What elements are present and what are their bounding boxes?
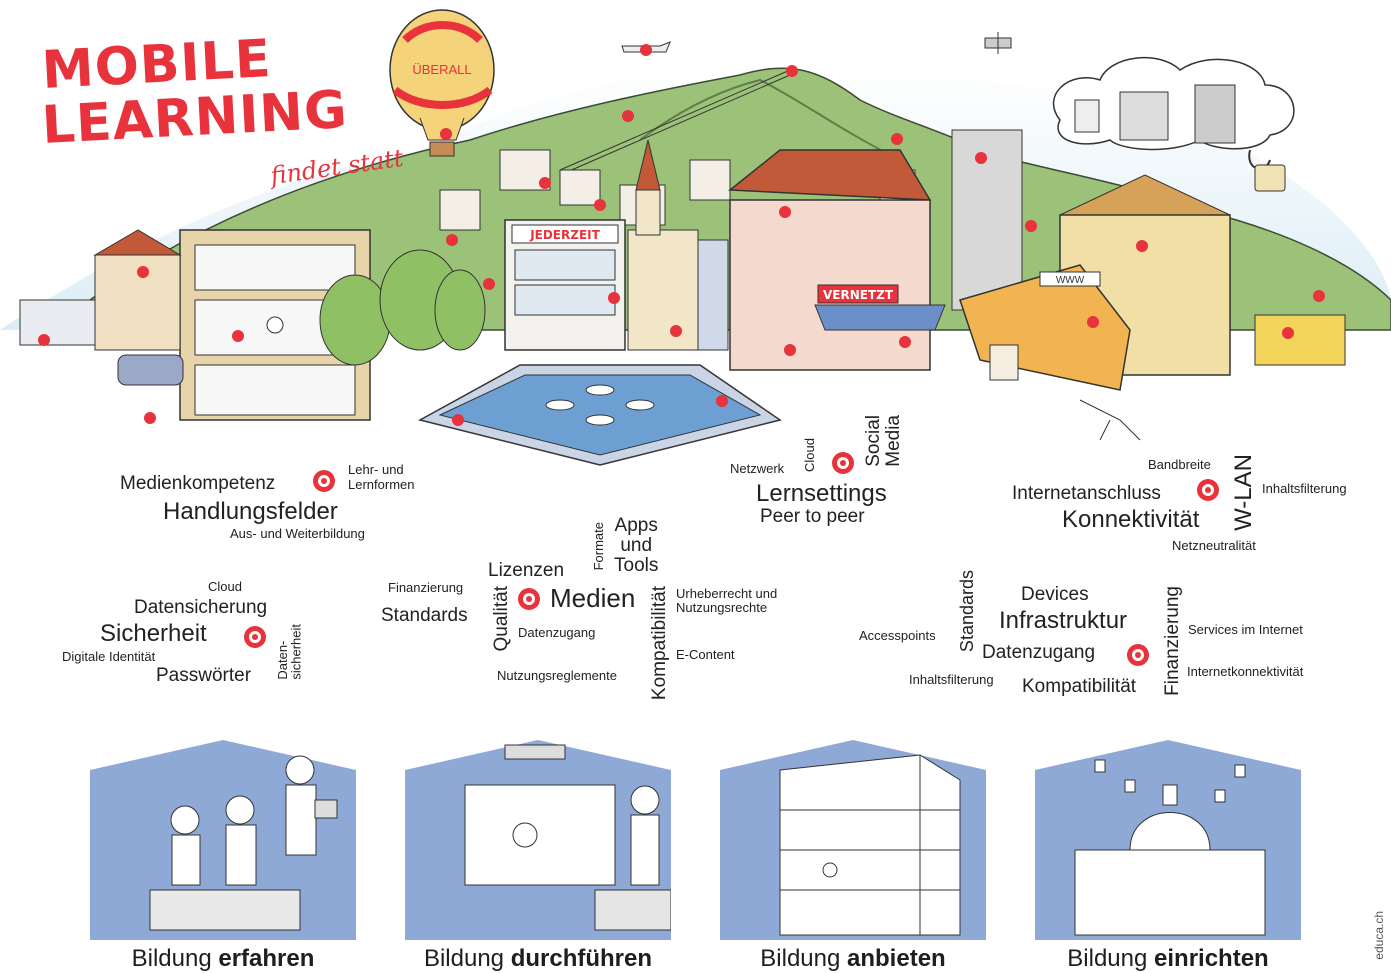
word-social-media: Social Media: [863, 415, 904, 467]
word-datenzugang: Datenzugang: [518, 625, 596, 640]
word-datenzugang: Datenzugang: [982, 642, 1096, 663]
tram-sign: WWW: [1056, 275, 1085, 286]
card-erfahren: [90, 740, 356, 940]
banner-vernetzt: VERNETZT: [823, 288, 894, 302]
word-w-lan: W-LAN: [1230, 454, 1257, 531]
word-finanzierung: Finanzierung: [388, 580, 464, 595]
word-bandbreite: Bandbreite: [1148, 457, 1211, 472]
word-handlungsfelder: Handlungsfelder: [163, 498, 338, 525]
word-finanzierung: Finanzierung: [1162, 586, 1183, 696]
card-einrichten: [1035, 740, 1301, 940]
like-sign: [989, 344, 1019, 381]
word-qualitaet: Qualität: [491, 586, 512, 652]
cloud-icon: [1052, 57, 1295, 192]
target-icon: [1127, 644, 1149, 666]
word-aus-weiterbildung: Aus- und Weiterbildung: [230, 526, 365, 541]
word-standards: Standards: [381, 605, 468, 626]
word-e-content: E-Content: [676, 647, 735, 662]
word-services-im-internet: Services im Internet: [1188, 622, 1303, 637]
card-label-erfahren: Bildung erfahren: [131, 945, 315, 972]
target-icon: [244, 626, 266, 648]
word-cloud: Cloud: [208, 579, 242, 594]
word-infrastruktur: Infrastruktur: [999, 607, 1128, 634]
card-label-durchfuehren: Bildung durchführen: [423, 945, 653, 972]
word-peer-to-peer: Peer to peer: [760, 506, 865, 527]
word-netzwerk: Netzwerk: [730, 461, 785, 476]
word-inhaltsfilterung: Inhaltsfilterung: [909, 672, 994, 687]
card-durchfuehren: [405, 740, 671, 940]
word-datensicherung: Datensicherung: [134, 597, 268, 618]
word-konnektivitaet: Konnektivität: [1062, 506, 1200, 533]
car: [117, 354, 184, 386]
word-netzneutralitaet: Netzneutralität: [1172, 538, 1256, 553]
word-kompatibilitaet: Kompatibilität: [1022, 676, 1137, 697]
target-icon: [832, 452, 854, 474]
shop-building: JEDERZEIT: [504, 219, 626, 351]
word-sicherheit: Sicherheit: [100, 620, 207, 647]
word-formate: Formate: [591, 522, 606, 571]
historic-building: VERNETZT: [727, 149, 946, 371]
van: [1254, 314, 1346, 366]
balloon-label: ÜBERALL: [412, 62, 471, 77]
word-lernsettings: Lernsettings: [756, 480, 887, 507]
word-medien: Medien: [550, 583, 636, 613]
word-digitale-identitaet: Digitale Identität: [62, 649, 156, 664]
word-accesspoints: Accesspoints: [859, 628, 936, 643]
word-datensicherheit: Daten- sicherheit: [275, 624, 304, 680]
word-urheberrecht: Urheberrecht und Nutzungsrechte: [676, 586, 778, 615]
word-lehr-lernformen: Lehr- und Lernformen: [348, 462, 415, 492]
word-passwoerter: Passwörter: [156, 665, 252, 686]
banner-jederzeit: JEDERZEIT: [529, 228, 600, 242]
word-inhaltsfilterung: Inhaltsfilterung: [1262, 481, 1347, 496]
target-icon: [518, 588, 540, 610]
word-apps-und-tools: Apps und Tools: [614, 515, 659, 576]
card-label-anbieten: Bildung anbieten: [760, 945, 946, 972]
location-markers: [38, 44, 1325, 426]
word-nutzungsreglemente: Nutzungsreglemente: [497, 668, 617, 683]
title-line-2: LEARNING: [40, 80, 350, 156]
fountain-plaza: [417, 364, 782, 466]
credit-text: educa.ch: [1372, 911, 1386, 960]
word-lizenzen: Lizenzen: [488, 560, 565, 581]
trees: [319, 249, 486, 366]
card-label-einrichten: Bildung einrichten: [1067, 945, 1269, 972]
credit-educa: educa.ch: [1370, 690, 1388, 960]
word-standards: Standards: [957, 570, 977, 653]
word-devices: Devices: [1021, 584, 1089, 605]
city-landscape-illustration: ÜBERALL JEDERZEIT: [0, 9, 1391, 466]
card-anbieten: [720, 740, 986, 940]
word-medienkompetenz: Medienkompetenz: [120, 473, 276, 494]
target-icon: [1197, 479, 1219, 501]
word-internetanschluss: Internetanschluss: [1012, 483, 1161, 504]
satellite-icon: [984, 32, 1012, 54]
word-kompatibilitaet: Kompatibilität: [649, 586, 670, 701]
word-cloud: Cloud: [802, 438, 817, 472]
word-internetkonnektivitaet: Internetkonnektivität: [1187, 664, 1304, 679]
target-icon: [313, 470, 335, 492]
